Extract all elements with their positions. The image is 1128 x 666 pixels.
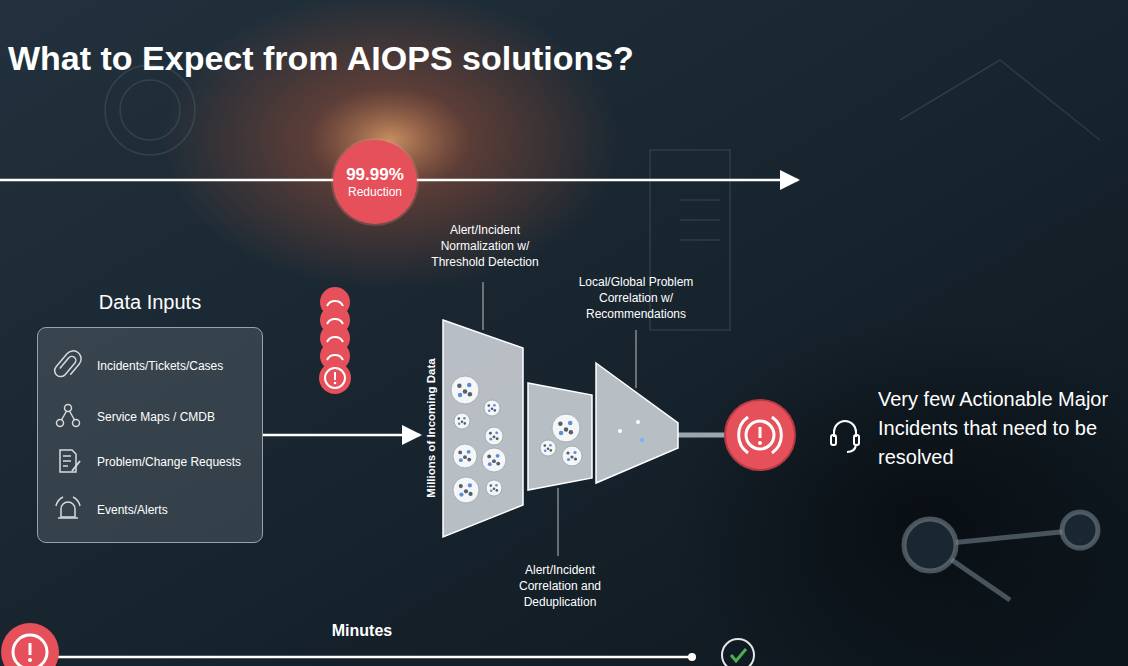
- network-decoration: [904, 512, 1098, 600]
- data-point: [640, 438, 644, 442]
- output-line: [678, 433, 726, 438]
- data-cluster: [485, 427, 503, 445]
- data-cluster: [552, 414, 580, 442]
- input-item: Problem/Change Requests: [97, 454, 241, 470]
- funnel-stage: [596, 363, 678, 483]
- funnel-stage: [443, 320, 523, 537]
- flow-arrow: [263, 434, 420, 437]
- input-item: Incidents/Tickets/Cases: [97, 358, 223, 374]
- data-cluster: [453, 477, 479, 503]
- alert-stack: [319, 287, 351, 394]
- data-cluster: [454, 413, 470, 429]
- funnel-shape: [420, 318, 685, 540]
- funnel-stage: [528, 383, 592, 490]
- time-line: [58, 656, 692, 659]
- input-item: Events/Alerts: [97, 502, 168, 518]
- circuit-decoration: [105, 60, 1100, 330]
- data-cluster: [540, 440, 556, 456]
- check-symbol: [722, 639, 754, 666]
- time-label: Minutes: [312, 621, 412, 641]
- headset-icon: [831, 421, 859, 452]
- funnel-label: Millions of Incoming Data: [423, 358, 437, 497]
- alert-symbol: [725, 400, 795, 470]
- stage-callout: Alert/Incident Normalization w/ Threshol…: [423, 222, 547, 270]
- data-cluster: [484, 400, 500, 416]
- data-cluster: [486, 480, 502, 496]
- funnel: Millions of Incoming Data: [420, 318, 685, 540]
- stage-callout: Alert/Incident Correlation and Deduplica…: [498, 562, 622, 610]
- outcome-text: Very few Actionable Major Incidents that…: [878, 385, 1113, 472]
- reduction-value: 99.99%: [346, 165, 404, 185]
- hand-shadow: [670, 320, 1128, 666]
- data-cluster: [482, 448, 506, 472]
- data-cluster: [451, 376, 479, 404]
- panel-box: Incidents/Tickets/CasesService Maps / CM…: [37, 327, 263, 543]
- input-item: Service Maps / CMDB: [97, 409, 215, 425]
- reduction-label: Reduction: [348, 185, 402, 200]
- data-point: [636, 420, 640, 424]
- alert-symbol: [1, 623, 59, 666]
- data-point: [618, 429, 622, 433]
- stage-callout: Local/Global Problem Correlation w/ Reco…: [568, 274, 704, 322]
- input-panel: Data InputsIncidents/Tickets/CasesServic…: [37, 290, 263, 543]
- data-cluster: [453, 444, 477, 468]
- reduction-circle: 99.99%Reduction: [333, 140, 417, 224]
- slide-title: What to Expect from AIOPS solutions?: [8, 38, 634, 79]
- data-cluster: [562, 446, 582, 466]
- time-dot: [688, 653, 696, 661]
- panel-heading: Data Inputs: [37, 290, 263, 327]
